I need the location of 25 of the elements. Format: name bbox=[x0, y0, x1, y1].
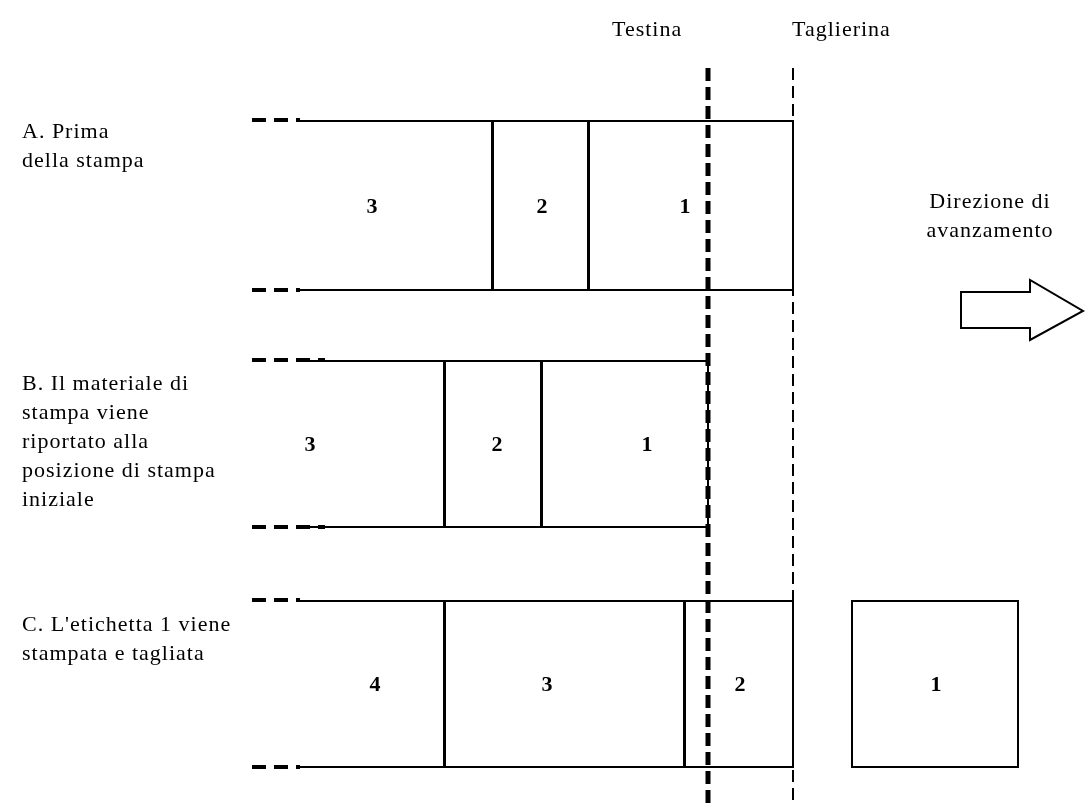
text-label: A. Prima della stampa bbox=[22, 117, 146, 174]
text-label: Testina bbox=[612, 15, 684, 43]
label-segment bbox=[851, 600, 1019, 768]
label-segment bbox=[444, 600, 685, 768]
text-label: B. Il materiale di stampa viene riportato alla posizione di stampa iniziale bbox=[22, 369, 217, 513]
label-number: 3 bbox=[541, 673, 553, 695]
label-number: 3 bbox=[366, 194, 378, 217]
label-segment bbox=[300, 120, 493, 291]
label-number: 2 bbox=[491, 433, 503, 455]
label-number: 2 bbox=[734, 673, 746, 695]
label-segment bbox=[492, 120, 589, 291]
label-segment bbox=[684, 600, 794, 768]
label-number: 4 bbox=[369, 673, 381, 695]
text-label: C. L'etichetta 1 viene stampata e tagliata bbox=[22, 610, 233, 667]
label-segment bbox=[444, 360, 542, 528]
label-number: 1 bbox=[930, 673, 942, 695]
label-segment bbox=[541, 360, 709, 528]
label-number: 1 bbox=[641, 433, 653, 455]
label-segment bbox=[300, 600, 445, 768]
text-label: Taglierina bbox=[792, 15, 892, 43]
text-label: Direzione di avanzamento bbox=[925, 187, 1055, 244]
label-number: 3 bbox=[304, 433, 316, 455]
label-number: 1 bbox=[679, 194, 691, 217]
label-number: 2 bbox=[536, 194, 548, 217]
label-segment bbox=[588, 120, 794, 291]
